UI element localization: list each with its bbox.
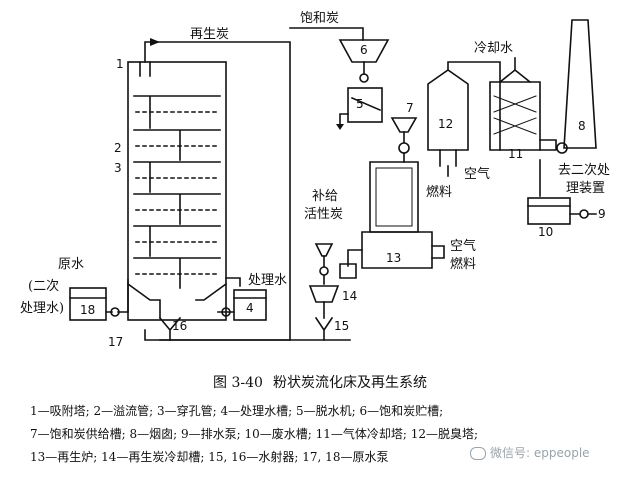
raw-water-sub2-label: 处理水) (20, 301, 64, 316)
tower-internals (133, 95, 221, 289)
num-14: 14 (342, 289, 357, 303)
dewater-screw (350, 96, 382, 112)
flow-diagram: 再生炭 饱和炭 冷却水 原水 (二次 处理水) 处理水 补给 活性炭 空气 燃料… (20, 11, 610, 349)
deodor-bottom (439, 149, 457, 167)
num-2: 2 (114, 141, 122, 155)
num-16: 16 (172, 319, 187, 333)
tank6-valve (359, 73, 369, 83)
regeneration-furnace (369, 161, 419, 233)
furnace-air-line (431, 245, 445, 259)
num-1: 1 (116, 57, 124, 71)
treated-water-line (225, 277, 241, 287)
fuel-label-2: 燃料 (450, 256, 476, 272)
num-10: 10 (538, 225, 553, 239)
to-secondary-label-1: 去二次处 (558, 162, 610, 178)
regen-carbon-label: 再生炭 (190, 27, 229, 42)
ejector-15 (314, 316, 334, 341)
makeup-valve (319, 266, 329, 276)
num-12: 12 (438, 117, 453, 131)
deodor-to-cooler (447, 61, 501, 151)
saturated-carbon-line (289, 27, 364, 41)
raw-water-label: 原水 (58, 257, 84, 272)
saturated-carbon-label: 饱和炭 (300, 11, 339, 26)
num-4: 4 (246, 301, 254, 315)
num-17: 17 (108, 335, 123, 349)
figure-caption: 图 3-40 粉状炭流化床及再生系统 (0, 372, 640, 392)
cooling-side-tank (339, 263, 357, 279)
chimney (563, 19, 597, 149)
regen-carbon-line (144, 41, 291, 341)
dewatering-machine (347, 87, 383, 123)
tower-dashes (135, 111, 219, 275)
regen-flow-arrow (150, 38, 160, 46)
raw-water-line (105, 279, 129, 313)
furnace-lining (375, 167, 413, 227)
air-label-2: 空气 (450, 238, 476, 254)
legend-line-3: 13—再生炉; 14—再生炭冷却槽; 15, 16—水射器; 17, 18—原水… (30, 450, 389, 464)
num-9: 9 (598, 207, 606, 221)
treated-pump (221, 307, 231, 317)
waste-water-tank (527, 197, 571, 225)
raw-water-pump-17 (110, 307, 120, 317)
num-7: 7 (406, 101, 414, 115)
tower-bottom (126, 282, 228, 319)
furnace-bottom (361, 231, 433, 269)
ejector-16 (158, 316, 182, 341)
num-11: 11 (508, 147, 523, 161)
cooler-packing (493, 95, 537, 135)
cooler-outlet (539, 139, 557, 151)
makeup-carbon-label-1: 补给 (312, 189, 338, 204)
cooling-water-label: 冷却水 (474, 41, 513, 56)
saturated-storage-tank (338, 39, 390, 63)
figure-title: 粉状炭流化床及再生系统 (272, 375, 427, 391)
air-label-1: 空气 (464, 166, 490, 182)
num-13: 13 (386, 251, 401, 265)
num-6: 6 (360, 43, 368, 57)
treated-water-tank (233, 289, 267, 321)
wechat-icon (470, 447, 486, 460)
num-3: 3 (114, 161, 122, 175)
tower-top-pipe (139, 61, 151, 77)
drain-pump-9 (579, 209, 589, 219)
watermark-text: 微信号: eppeople (490, 446, 590, 460)
figure-number: 图 3-40 (213, 375, 263, 391)
watermark: 微信号: eppeople (470, 444, 590, 461)
tank7-valve (398, 142, 410, 154)
makeup-carbon-label-2: 活性炭 (304, 207, 343, 222)
gas-cooling-tower (489, 81, 541, 151)
to-secondary-label-2: 理装置 (566, 181, 605, 196)
furnace-to-cooling (347, 249, 363, 267)
dewater-arrow (336, 124, 344, 130)
cooling-tank-14 (308, 285, 340, 303)
num-18: 18 (80, 303, 95, 317)
num-15: 15 (334, 319, 349, 333)
dewater-outlet (339, 113, 349, 125)
legend-line-1: 1—吸附塔; 2—溢流管; 3—穿孔管; 4—处理水槽; 5—脱水机; 6—饱和… (30, 404, 444, 418)
adsorption-tower (127, 61, 227, 321)
legend-line-2: 7—饱和炭供给槽; 8—烟囱; 9—排水泵; 10—废水槽; 11—气体冷却塔;… (30, 427, 479, 441)
saturated-feed-tank (390, 117, 418, 133)
num-5: 5 (356, 97, 364, 111)
cooler-top (498, 68, 532, 84)
makeup-hopper (314, 243, 334, 257)
treated-water-label: 处理水 (248, 273, 287, 288)
deodorization-tower (427, 69, 469, 151)
raw-water-sub-label: (二次 (28, 278, 59, 294)
fuel-label-1: 燃料 (426, 184, 452, 200)
num-8: 8 (578, 119, 586, 133)
raw-water-tank (69, 287, 107, 321)
